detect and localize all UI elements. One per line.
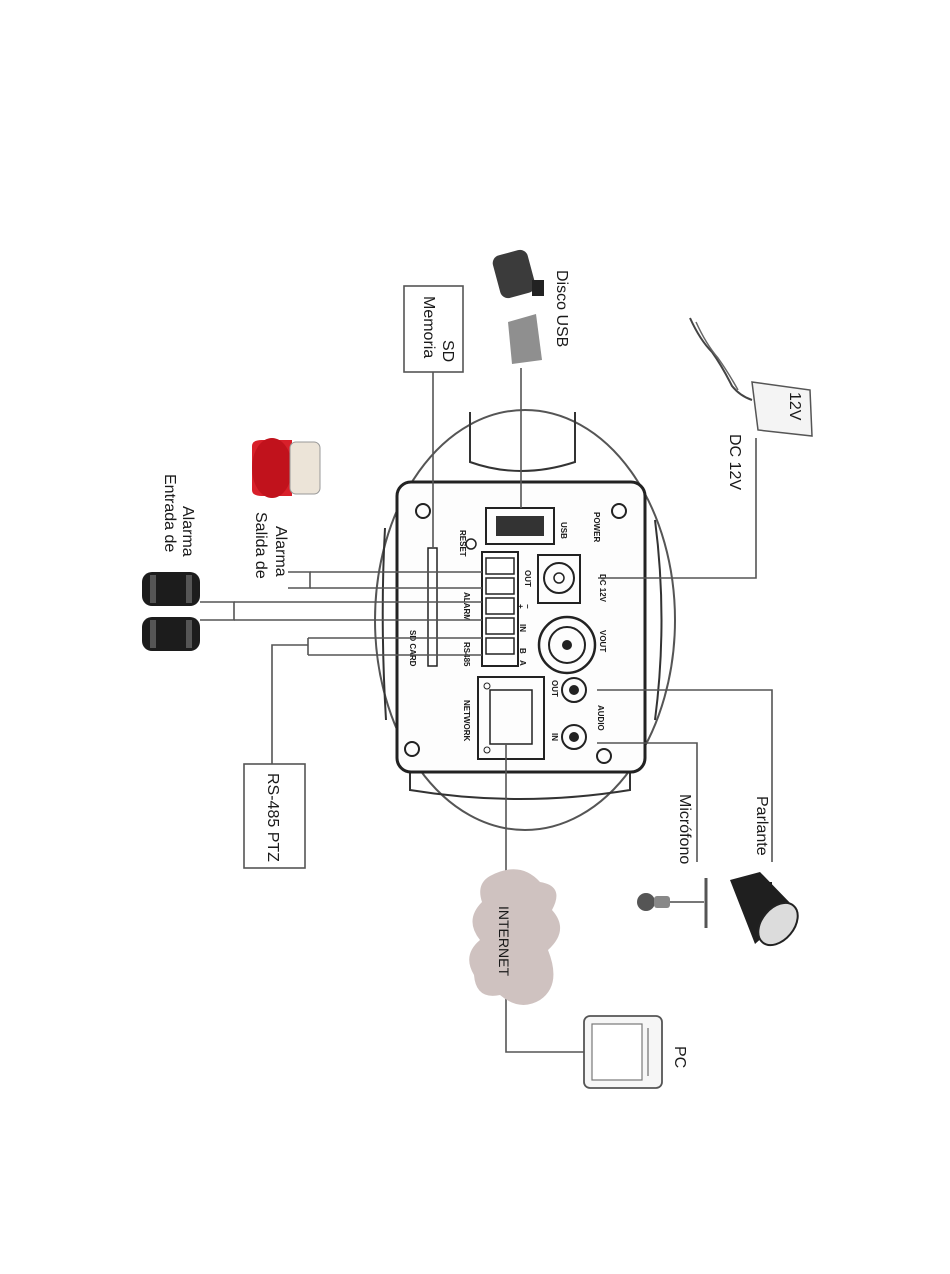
- alarm-input-label-line1: Entrada de: [161, 474, 178, 552]
- alarm-beacon-icon: [252, 438, 321, 498]
- audio-in-jack[interactable]: IN: [550, 724, 587, 750]
- power-label: POWER: [592, 512, 601, 542]
- pc-label: PC: [671, 1046, 688, 1068]
- alarm-label: ALARM: [462, 592, 471, 621]
- speaker-icon: [730, 872, 799, 947]
- audio-label: AUDIO: [596, 705, 605, 731]
- screw-icon: [611, 503, 627, 519]
- vout-label: VOUT: [598, 630, 607, 652]
- alarm-input-label-line2: Alarma: [179, 506, 196, 557]
- speaker-label: Parlante: [753, 796, 770, 856]
- adapter-voltage-label: 12V: [786, 392, 803, 421]
- rs485-a-label: A: [518, 660, 527, 666]
- network-label: NETWORK: [462, 700, 471, 742]
- internet-cloud-icon: INTERNET: [469, 869, 561, 1005]
- rs485-b-label: B: [518, 648, 527, 654]
- reset-label: RESET: [458, 530, 467, 557]
- pc-monitor-icon: [583, 1015, 663, 1089]
- microphone-icon: [637, 878, 708, 928]
- wires: [200, 368, 773, 1053]
- reset-button[interactable]: RESET: [458, 530, 477, 557]
- alarm-output-label-line2: Alarma: [272, 526, 289, 577]
- usb-port-label: USB: [559, 522, 568, 539]
- network-port[interactable]: NETWORK: [462, 676, 545, 760]
- terminal-block[interactable]: ALARM RS485 OUT + − IN B A: [462, 551, 532, 667]
- dc-power-jack[interactable]: DC 12V: [537, 554, 607, 604]
- usb-port[interactable]: USB: [485, 507, 568, 545]
- rs485-ptz-callout: RS-485 PTZ: [243, 763, 306, 869]
- dc-power-label: DC 12V: [726, 434, 743, 490]
- internet-label: INTERNET: [496, 906, 512, 976]
- dc12v-label: DC 12V: [598, 574, 607, 603]
- alarm-out-label: OUT: [523, 570, 532, 587]
- sd-memory-label-line1: Memoria: [420, 296, 437, 358]
- plus-label: +: [516, 604, 525, 609]
- usb-disk-label: Disco USB: [553, 270, 570, 347]
- power-adapter-icon: 12V: [689, 317, 813, 437]
- usb-disk-icon: [492, 249, 544, 364]
- screw-icon: [415, 503, 431, 519]
- alarm-sensor-icon: [142, 572, 200, 651]
- sd-memory-callout: Memoria SD: [403, 285, 464, 373]
- audio-out-label: OUT: [550, 680, 559, 697]
- rs485-ptz-label: RS-485 PTZ: [264, 773, 281, 862]
- screw-icon: [404, 741, 420, 757]
- bnc-video-out[interactable]: VOUT: [537, 615, 607, 675]
- audio-in-label: IN: [550, 733, 559, 741]
- sd-memory-label-line2: SD: [439, 340, 456, 362]
- back-panel: RESET USB POWER ALARM RS485 OUT + − IN B…: [395, 480, 647, 774]
- alarm-output-label-line1: Salida de: [252, 512, 269, 579]
- minus-label: −: [523, 604, 532, 609]
- alarm-in-label: IN: [518, 624, 527, 632]
- sd-card-label: SD CARD: [408, 630, 417, 667]
- audio-out-jack[interactable]: OUT: [550, 677, 587, 703]
- microphone-label: Micrófono: [676, 794, 693, 864]
- screw-icon: [596, 748, 612, 764]
